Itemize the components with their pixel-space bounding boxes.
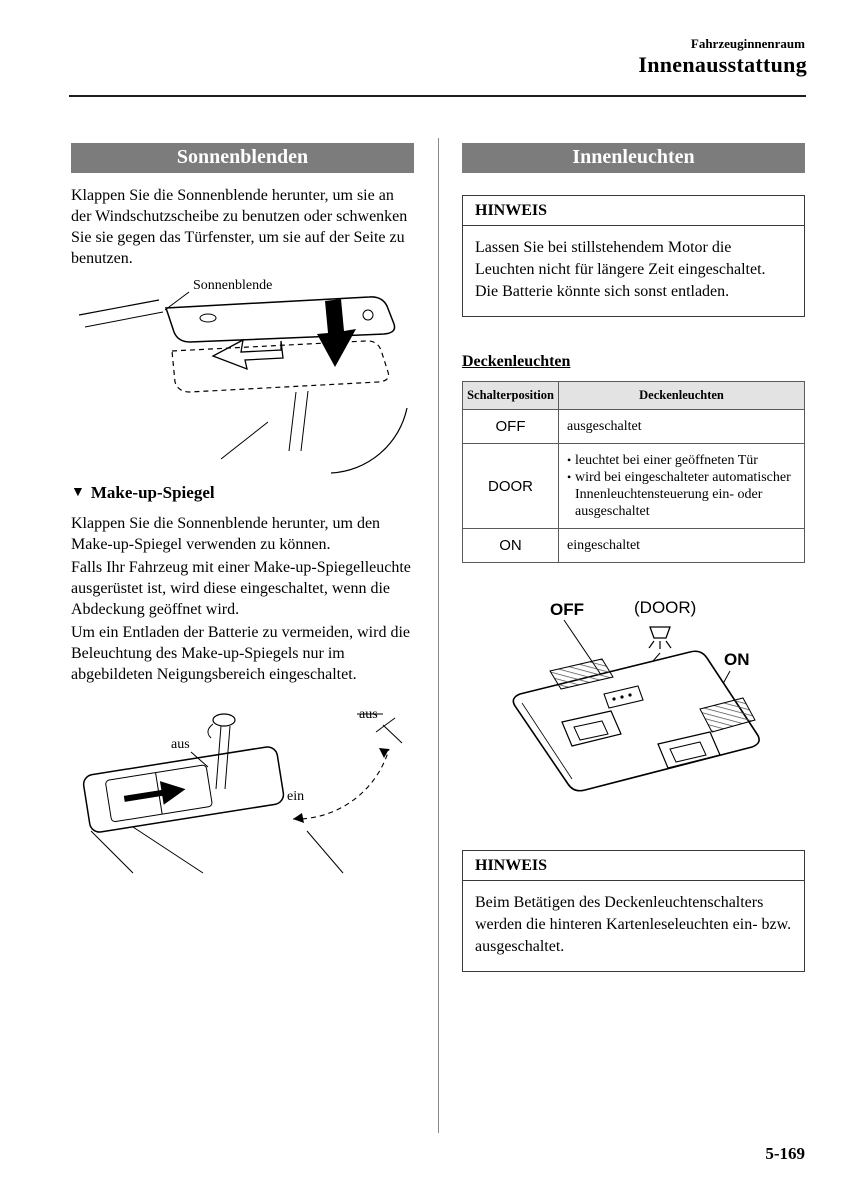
makeup-mirror-heading-label: Make-up-Spiegel <box>90 483 215 502</box>
cell-desc-door-item-2: wird bei eingeschalteter automatischer I… <box>567 469 796 520</box>
makeup-mirror-heading: ▼ Make-up-Spiegel <box>71 483 414 503</box>
table-header-lights: Deckenleuchten <box>558 381 805 410</box>
sonnenblenden-intro: Klappen Sie die Sonnenblende herunter, u… <box>71 187 408 267</box>
left-column: Sonnenblenden Klappen Sie die Sonnenblen… <box>71 143 414 874</box>
page-number: 5-169 <box>765 1144 805 1163</box>
label-on: ON <box>724 650 750 669</box>
sun-visor-callout-label: Sonnenblende <box>193 278 272 293</box>
cell-position-door: DOOR <box>462 443 559 529</box>
section-header-innenleuchten: Innenleuchten <box>462 143 805 173</box>
makeup-mirror-illustration: aus aus ein <box>82 707 403 874</box>
note-box-2: HINWEIS Beim Betätigen des Deckenleuchte… <box>462 850 805 972</box>
figure-overhead-console: OFF (DOOR) ON <box>462 591 805 826</box>
section-marker-icon: ▼ <box>71 485 85 500</box>
section-header-sonnenblenden: Sonnenblenden <box>71 143 414 173</box>
label-ein: ein <box>287 789 304 804</box>
sun-visor-illustration: Sonnenblende <box>78 278 408 474</box>
right-column: Innenleuchten HINWEIS Lassen Sie bei sti… <box>462 143 805 972</box>
makeup-para-1: Klappen Sie die Sonnenblende herunter, u… <box>71 515 381 553</box>
note-2-body: Beim Betätigen des Deckenleuchtenschalte… <box>475 894 792 955</box>
page-title: Innenausstattung <box>638 52 807 77</box>
dome-lamp-icon <box>648 626 672 649</box>
makeup-para-3: Um ein Entladen der Batterie zu vermeide… <box>71 624 410 683</box>
breadcrumb-chapter: Fahrzeuginnenraum <box>690 36 805 51</box>
column-divider <box>438 138 439 1133</box>
table-row-off: OFF ausgeschaltet <box>462 409 805 444</box>
cell-position-on: ON <box>462 528 559 563</box>
note-1-body: Lassen Sie bei stillstehendem Motor die … <box>475 239 766 300</box>
table-row-door: DOOR leuchtet bei einer geöffneten Tür w… <box>462 443 805 529</box>
label-off: OFF <box>550 600 584 619</box>
note-box-1: HINWEIS Lassen Sie bei stillstehendem Mo… <box>462 195 805 317</box>
label-aus-left: aus <box>171 737 190 752</box>
deckenleuchten-heading: Deckenleuchten <box>462 353 571 370</box>
makeup-para-2: Falls Ihr Fahrzeug mit einer Make-up-Spi… <box>71 559 411 618</box>
table-row-on: ON eingeschaltet <box>462 528 805 563</box>
cell-desc-off: ausgeschaltet <box>567 419 642 434</box>
figure-sun-visor: Sonnenblende <box>71 275 414 475</box>
table-header-row: Schalterposition Deckenleuchten <box>462 381 805 410</box>
figure-makeup-mirror: aus aus ein <box>71 699 414 874</box>
label-door: (DOOR) <box>634 598 696 617</box>
table-header-position: Schalterposition <box>462 381 559 410</box>
ceiling-light-table: Schalterposition Deckenleuchten OFF ausg… <box>462 381 805 563</box>
cell-desc-on: eingeschaltet <box>567 538 641 553</box>
note-2-title: HINWEIS <box>463 851 804 881</box>
cell-desc-door-item-1: leuchtet bei einer geöffneten Tür <box>567 452 796 469</box>
overhead-console-illustration: OFF (DOOR) ON <box>512 598 760 792</box>
cell-position-off: OFF <box>462 409 559 444</box>
header-rule <box>69 95 806 97</box>
note-1-title: HINWEIS <box>463 196 804 226</box>
